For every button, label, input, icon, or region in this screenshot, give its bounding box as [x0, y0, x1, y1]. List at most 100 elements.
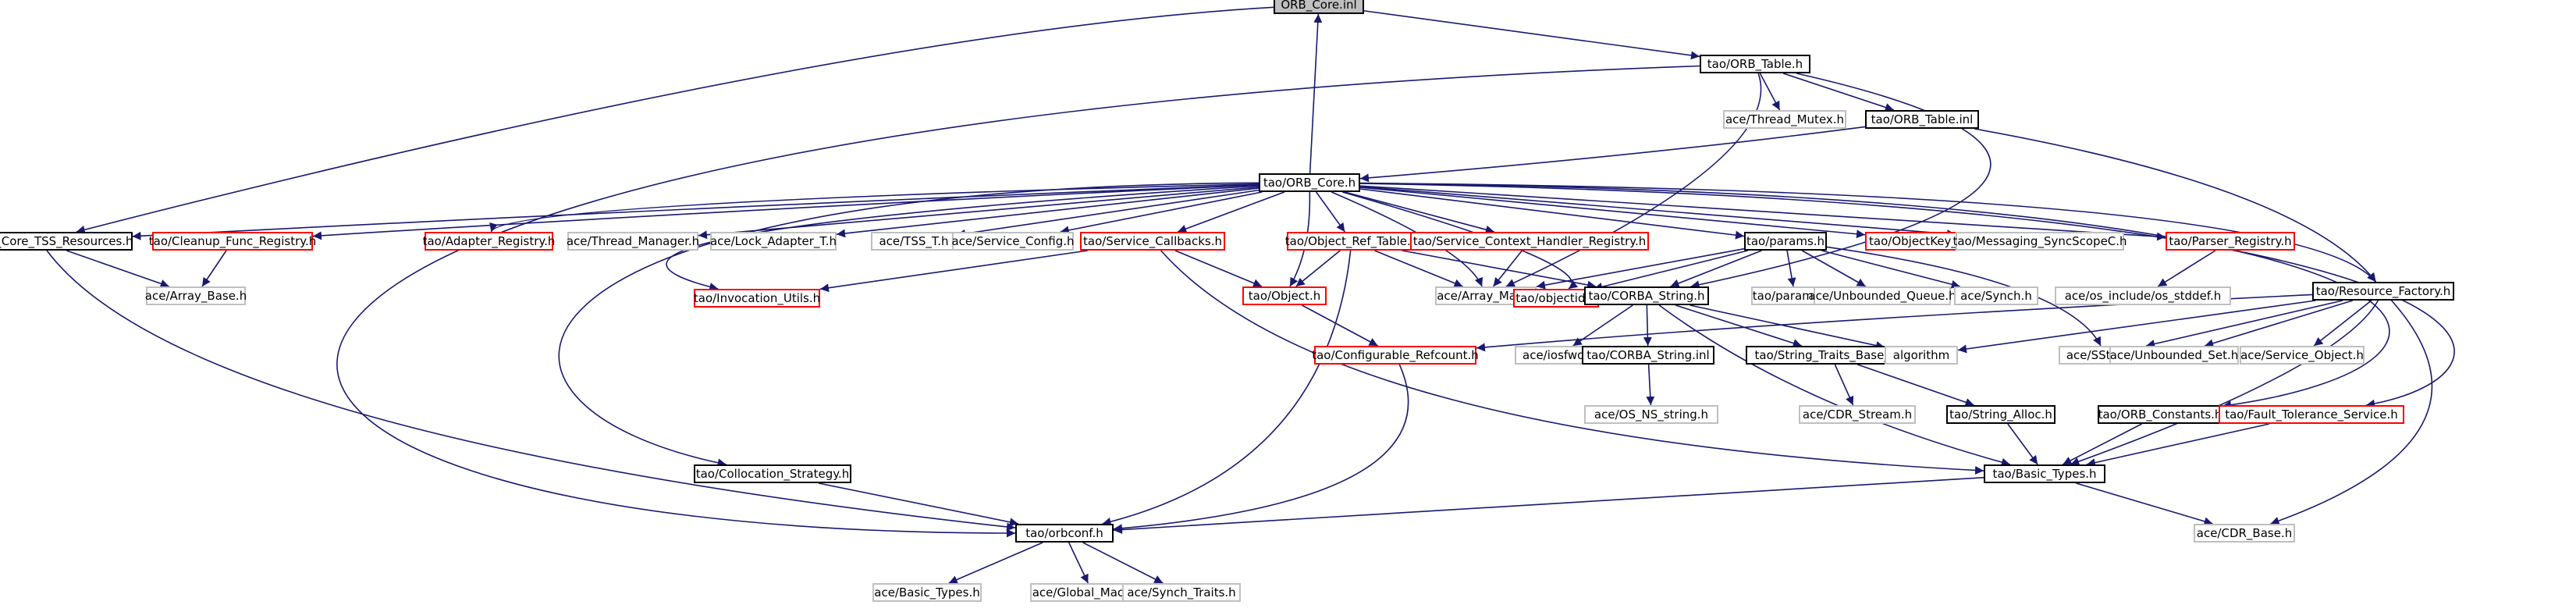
edge-orb-core-h-to-orb-core-inl	[1309, 13, 1323, 174]
node-fault-tolerance-service-h[interactable]: tao/Fault_Tolerance_Service.h	[2219, 405, 2404, 424]
edge-params-h-to-corba-string-h	[1670, 250, 1762, 288]
node-params-h[interactable]: tao/params.h	[1744, 232, 1827, 251]
edge-params-h-to-unbounded-queue-h	[1801, 250, 1867, 287]
node-algorithm[interactable]: algorithm	[1885, 346, 1958, 365]
node-invocation-utils-h[interactable]: tao/Invocation_Utils.h	[694, 289, 820, 308]
node-orb-table-inl[interactable]: tao/ORB_Table.inl	[1865, 110, 1979, 129]
node-array-base-h[interactable]: ace/Array_Base.h	[145, 286, 247, 305]
edge-orbconf-h-to-basic-types-ace-h	[948, 542, 1043, 584]
edge-orb-core-inl-to-orb-table-h	[1363, 10, 1700, 60]
edge-orb-core-h-to-tss-t-h	[956, 189, 1260, 238]
edge-orb-table-h-to-orb-table-inl	[1782, 73, 1895, 112]
edge-orb-table-inl-to-orb-core-h	[1359, 126, 1866, 183]
edge-basic-types-tao-h-to-orbconf-h	[1113, 476, 1984, 535]
edge-parser-registry-h-to-os-stddef-h	[2157, 250, 2216, 287]
edge-collocation-strategy-h-to-orbconf-h	[818, 482, 1019, 527]
node-orbconf-h[interactable]: tao/orbconf.h	[1015, 524, 1114, 543]
node-basic-types-ace-h[interactable]: ace/Basic_Types.h	[872, 583, 982, 602]
edge-object-ref-table-h-to-corba-string-h	[1402, 250, 1597, 290]
node-configurable-refcount-h[interactable]: tao/Configurable_Refcount.h	[1312, 346, 1479, 365]
edge-string-traits-base-t-h-to-cdr-stream-h	[1834, 364, 1854, 406]
node-resource-factory-h[interactable]: tao/Resource_Factory.h	[2312, 282, 2454, 301]
edge-orb-table-h-to-array-map-h	[1505, 73, 1762, 287]
edge-configurable-refcount-h-to-orbconf-h	[1113, 364, 1409, 533]
edge-orb-core-h-to-parser-registry-h	[1359, 185, 2166, 241]
edge-service-context-handler-registry-h-to-array-map-h	[1492, 250, 1523, 287]
node-service-config-h[interactable]: ace/Service_Config.h	[951, 232, 1075, 251]
edge-orb-table-h-to-orbconf-h	[336, 65, 1700, 538]
edge-orb-core-h-to-service-callbacks-h	[1177, 191, 1285, 233]
edge-resource-factory-h-to-algorithm	[1957, 300, 2316, 354]
edge-orbconf-h-to-global-macros-h	[1068, 542, 1089, 584]
node-basic-types-tao-h[interactable]: tao/Basic_Types.h	[1984, 464, 2105, 483]
node-orb-core-inl[interactable]: ORB_Core.inl	[1274, 0, 1364, 14]
edge-orb-table-h-to-corba-string-h	[1690, 73, 1992, 290]
edge-resource-factory-h-to-sstring-h	[2145, 300, 2343, 348]
node-orb-core-tss-resources-h[interactable]: tao/ORB_Core_TSS_Resources.h	[0, 232, 133, 251]
node-string-alloc-h[interactable]: tao/String_Alloc.h	[1946, 405, 2055, 424]
node-orb-table-h[interactable]: tao/ORB_Table.h	[1700, 55, 1810, 73]
edge-corba-string-inl-to-os-ns-string-h	[1646, 364, 1655, 406]
edge-orb-core-h-to-resource-factory-h	[1359, 182, 2376, 283]
node-cleanup-func-registry-h[interactable]: tao/Cleanup_Func_Registry.h	[149, 232, 316, 251]
edge-object-ref-table-h-to-array-map-h	[1374, 250, 1463, 287]
node-os-stddef-h[interactable]: ace/os_include/os_stddef.h	[2055, 286, 2231, 305]
node-synch-traits-h[interactable]: ace/Synch_Traits.h	[1122, 583, 1241, 602]
node-collocation-strategy-h[interactable]: tao/Collocation_Strategy.h	[694, 464, 851, 483]
edge-params-h-to-objectid-h	[1594, 250, 1748, 291]
edge-orb-core-h-to-orb-core-tss-resources-h	[132, 183, 1260, 240]
edge-resource-factory-h-to-cdr-base-h	[2270, 300, 2433, 525]
node-cdr-base-h[interactable]: ace/CDR_Base.h	[2194, 524, 2295, 543]
edge-orb-core-inl-to-orb-core-tss-resources-h	[76, 6, 1274, 234]
node-corba-string-h[interactable]: tao/CORBA_String.h	[1584, 286, 1709, 305]
edge-resource-factory-h-to-service-object-h	[2313, 300, 2372, 347]
edge-corba-string-h-to-basic-types-tao-h	[1658, 304, 2011, 467]
edge-orb-core-h-to-service-config-h	[1060, 191, 1263, 235]
edge-params-h-to-params-inl	[1786, 250, 1796, 287]
node-unbounded-queue-h[interactable]: ace/Unbounded_Queue.h	[1808, 286, 1956, 305]
node-object-ref-table-h[interactable]: tao/Object_Ref_Table.h	[1285, 232, 1418, 251]
node-unbounded-set-h[interactable]: ace/Unbounded_Set.h	[2109, 346, 2239, 365]
edge-params-h-to-synch-h	[1821, 250, 1960, 289]
node-tss-t-h[interactable]: ace/TSS_T.h	[871, 232, 957, 251]
node-adapter-registry-h[interactable]: tao/Adapter_Registry.h	[423, 232, 555, 251]
edge-orb-table-h-to-thread-mutex-h	[1759, 73, 1781, 111]
node-messaging-syncscopec-h[interactable]: tao/Messaging_SyncScopeC.h	[1952, 232, 2127, 251]
node-orb-constants-h[interactable]: tao/ORB_Constants.h	[2098, 405, 2222, 424]
node-parser-registry-h[interactable]: tao/Parser_Registry.h	[2166, 232, 2295, 251]
node-cdr-stream-h[interactable]: ace/CDR_Stream.h	[1799, 405, 1916, 424]
edge-params-h-to-array-map-h	[1536, 247, 1745, 290]
node-object-h[interactable]: tao/Object.h	[1242, 286, 1327, 305]
edge-object-h-to-configurable-refcount-h	[1302, 304, 1378, 347]
edge-orbconf-h-to-synch-traits-h	[1082, 542, 1164, 584]
edge-orb-core-h-to-object-ref-table-h	[1315, 191, 1346, 233]
edge-resource-factory-h-to-basic-types-tao-h	[2070, 300, 2379, 466]
edge-orb-core-h-to-cleanup-func-registry-h	[312, 184, 1260, 240]
node-thread-manager-h[interactable]: ace/Thread_Manager.h	[567, 232, 699, 251]
node-corba-string-inl[interactable]: tao/CORBA_String.inl	[1582, 346, 1714, 365]
edge-corba-string-h-to-algorithm	[1690, 304, 1885, 350]
edge-service-callbacks-h-to-object-h	[1174, 250, 1263, 287]
edge-service-callbacks-h-to-invocation-utils-h	[819, 250, 1088, 293]
edge-orb-core-h-to-collocation-strategy-h	[558, 182, 1260, 468]
node-thread-mutex-h[interactable]: ace/Thread_Mutex.h	[1723, 110, 1846, 129]
node-orb-core-h[interactable]: tao/ORB_Core.h	[1259, 173, 1360, 192]
edge-basic-types-tao-h-to-cdr-base-h	[2076, 482, 2213, 526]
node-service-context-handler-registry-h[interactable]: tao/Service_Context_Handler_Registry.h	[1410, 232, 1649, 251]
edge-resource-factory-h-to-unbounded-set-h	[2204, 300, 2354, 348]
edge-object-ref-table-h-to-object-h	[1295, 250, 1341, 287]
edge-string-alloc-h-to-basic-types-tao-h	[2007, 423, 2038, 465]
edge-orb-core-h-to-lock-adapter-t-h	[836, 187, 1260, 238]
node-synch-h[interactable]: ace/Synch.h	[1954, 286, 2038, 305]
edge-orb-core-h-to-params-h	[1359, 188, 1745, 240]
edge-orb-table-inl-to-resource-factory-h	[1974, 128, 2377, 283]
node-service-callbacks-h[interactable]: tao/Service_Callbacks.h	[1080, 232, 1225, 251]
edge-fault-tolerance-service-h-to-basic-types-tao-h	[2086, 423, 2270, 467]
edge-orb-constants-h-to-basic-types-tao-h	[2063, 423, 2142, 465]
edge-object-ref-table-h-to-orbconf-h	[1102, 250, 1352, 526]
node-service-object-h[interactable]: ace/Service_Object.h	[2240, 346, 2365, 365]
edge-service-callbacks-h-to-basic-types-tao-h	[1160, 250, 1984, 475]
node-os-ns-string-h[interactable]: ace/OS_NS_string.h	[1584, 405, 1718, 424]
node-lock-adapter-t-h[interactable]: ace/Lock_Adapter_T.h	[710, 232, 837, 251]
